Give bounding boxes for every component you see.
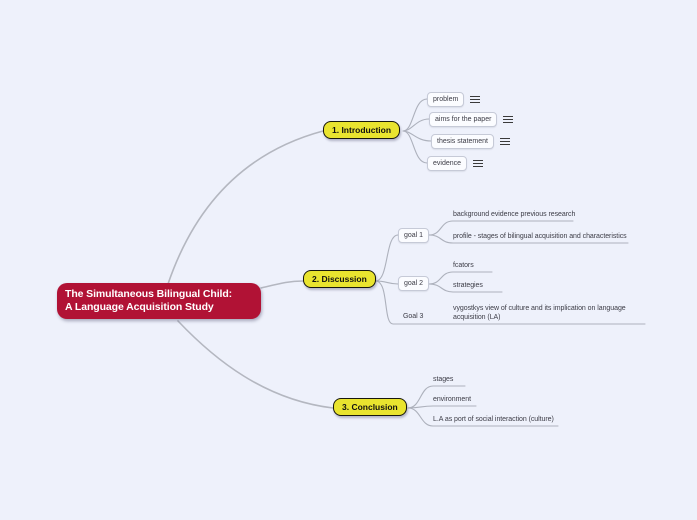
connector-root-introduction (167, 130, 324, 285)
node-evidence[interactable]: evidence (427, 156, 468, 171)
notes-icon[interactable] (470, 94, 481, 105)
connector-intro-evidence (402, 130, 428, 164)
leaf-stages[interactable]: stages (433, 376, 454, 383)
connector-discussion-goal1 (375, 234, 399, 282)
notes-icon[interactable] (503, 114, 514, 125)
connector-conclusion-leaf2 (407, 405, 477, 409)
node-evidence-row: evidence (427, 156, 484, 171)
notes-icon[interactable] (499, 136, 510, 147)
root-node-title-line1: The Simultaneous Bilingual Child: (65, 288, 233, 300)
connector-intro-aims (402, 118, 430, 132)
node-goal1[interactable]: goal 1 (398, 228, 430, 243)
connector-discussion-goal2 (375, 280, 399, 285)
connector-root-discussion (260, 280, 304, 289)
connector-goal2-leaf1 (428, 271, 493, 285)
node-problem-row: problem (427, 92, 481, 107)
connector-discussion-goal3 (375, 280, 646, 325)
connector-goal1-leaf1 (428, 220, 574, 236)
branch-introduction-label: 1. Introduction (332, 125, 392, 135)
branch-conclusion-label: 3. Conclusion (342, 402, 398, 412)
connector-conclusion-leaf3 (407, 407, 559, 427)
notes-icon[interactable] (473, 158, 484, 169)
leaf-strategies[interactable]: strategies (453, 282, 483, 289)
connector-conclusion-leaf1 (407, 385, 466, 409)
root-node[interactable]: The Simultaneous Bilingual Child: A Lang… (57, 283, 261, 319)
leaf-profile-stages[interactable]: profile - stages of bilingual acquisitio… (453, 233, 627, 240)
branch-node-discussion[interactable]: 2. Discussion (303, 270, 376, 288)
node-goal2[interactable]: goal 2 (398, 276, 430, 291)
node-thesis-statement-row: thesis statement (431, 134, 510, 149)
connector-goal1-leaf2 (428, 234, 629, 244)
node-thesis-statement[interactable]: thesis statement (431, 134, 494, 149)
branch-discussion-label: 2. Discussion (312, 274, 367, 284)
leaf-fcators[interactable]: fcators (453, 262, 474, 269)
node-goal1-row: goal 1 (398, 228, 430, 243)
connector-intro-problem (402, 98, 428, 132)
leaf-background-evidence[interactable]: background evidence previous research (453, 211, 576, 218)
node-goal3[interactable]: Goal 3 (403, 313, 424, 320)
leaf-environment[interactable]: environment (433, 396, 471, 403)
root-node-title-line2: A Language Acquisition Study (65, 301, 214, 313)
node-goal2-row: goal 2 (398, 276, 430, 291)
connector-goal2-leaf2 (428, 283, 503, 293)
branch-node-conclusion[interactable]: 3. Conclusion (333, 398, 407, 416)
node-aims-row: aims for the paper (429, 112, 514, 127)
node-problem[interactable]: problem (427, 92, 465, 107)
node-aims-for-the-paper[interactable]: aims for the paper (429, 112, 498, 127)
leaf-la-social-interaction[interactable]: L.A as port of social interaction (cultu… (433, 416, 554, 423)
leaf-vygostkys-view[interactable]: vygostkys view of culture and its implic… (453, 305, 626, 321)
branch-node-introduction[interactable]: 1. Introduction (323, 121, 401, 139)
connector-root-conclusion (177, 320, 334, 409)
